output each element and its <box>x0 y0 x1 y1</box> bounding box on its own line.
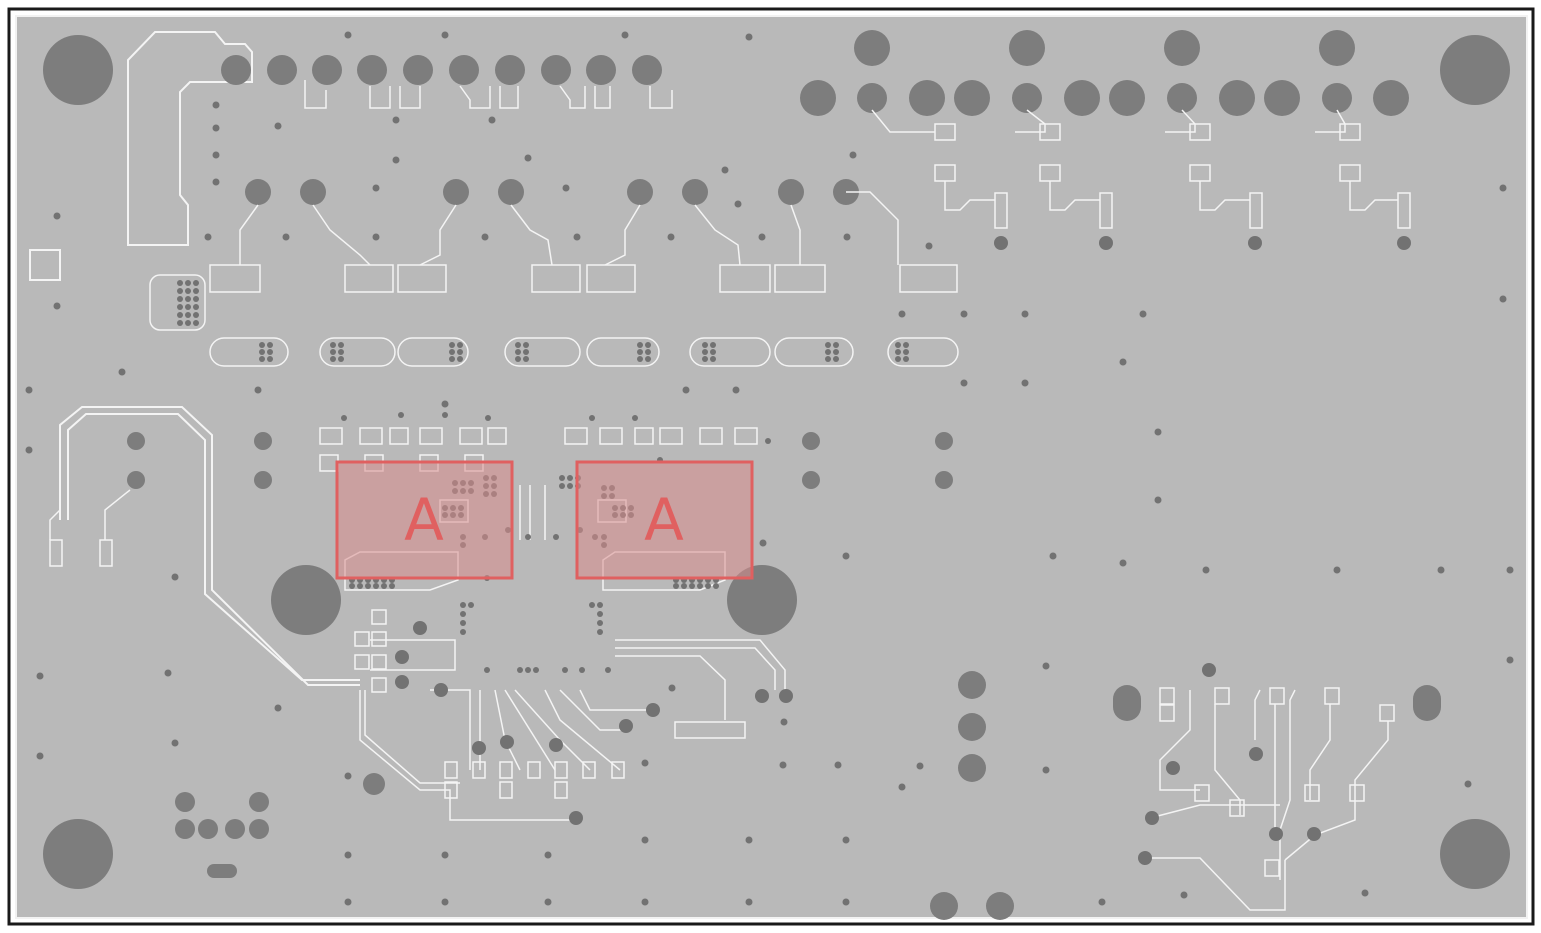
zone-rect <box>335 460 514 580</box>
zone-label: A <box>644 486 684 554</box>
capsule-via-clusters <box>177 280 909 362</box>
right-connector-pads <box>800 30 1409 116</box>
zone-highlight-left: A <box>335 460 514 580</box>
right-connector-fanout <box>871 109 1411 229</box>
mounting-hole <box>43 35 113 105</box>
right-connector-vias <box>994 236 1411 250</box>
lower-right-vias <box>1138 663 1321 865</box>
power-trace-outline <box>29 31 360 686</box>
top-header-pads <box>221 55 859 205</box>
mounting-hole <box>271 565 341 635</box>
zone-rect <box>575 460 754 580</box>
mid-thru-pads <box>127 432 1441 920</box>
lower-right-traces <box>1145 687 1395 911</box>
mounting-hole <box>1440 819 1510 889</box>
mounting-hole <box>43 819 113 889</box>
zone-label: A <box>404 486 444 554</box>
mid-smd-pads <box>209 191 958 293</box>
lower-left-pads <box>354 609 625 799</box>
mounting-holes <box>43 35 1510 889</box>
mounting-hole <box>1440 35 1510 105</box>
zone-highlight-right: A <box>575 460 754 580</box>
mounting-hole <box>727 565 797 635</box>
capsule-pads <box>149 274 959 367</box>
top-pad-fanout <box>304 80 673 109</box>
board-frame <box>7 7 1535 926</box>
copper-pour <box>15 15 1528 919</box>
stitching-vias <box>25 31 1514 906</box>
lower-left-vias <box>395 621 793 825</box>
